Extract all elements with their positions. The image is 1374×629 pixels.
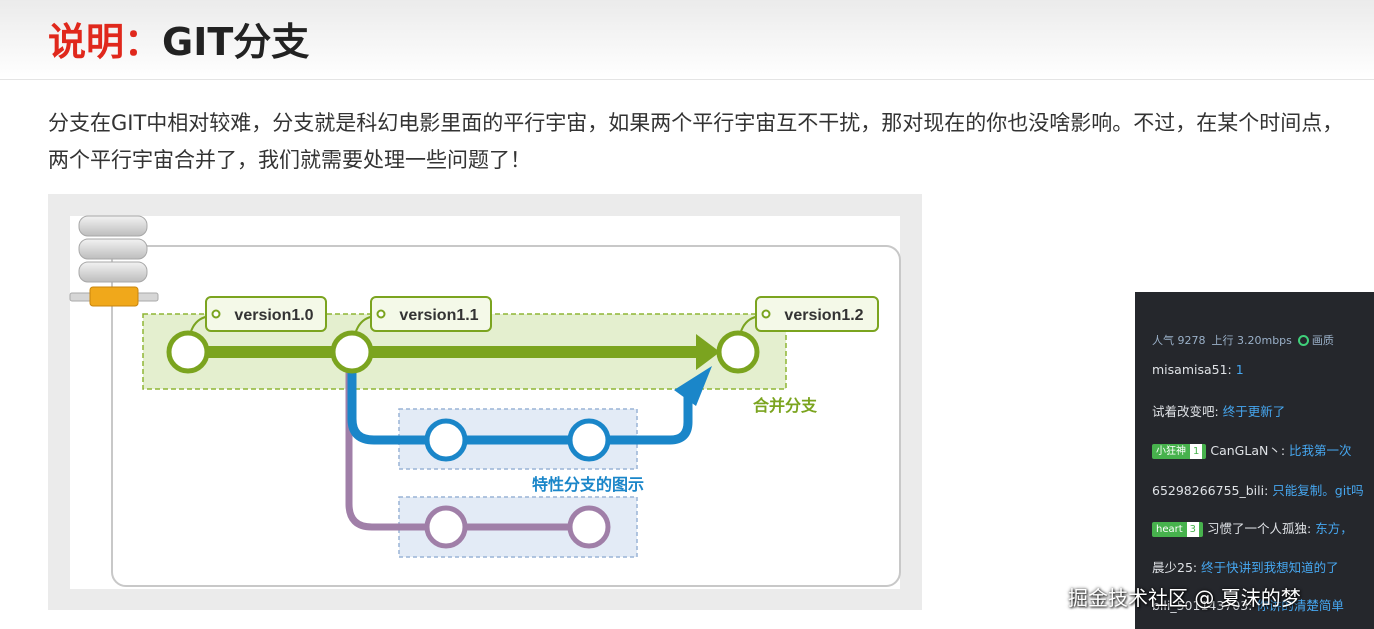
chat-text: 1 [1235,362,1244,377]
commit-node-feature-1 [424,418,468,462]
chat-username: misamisa51: [1152,362,1236,377]
chat-username: 试着改变吧: [1152,404,1223,419]
chat-username: 65298266755_bili: [1152,483,1273,498]
repository-server-icon [69,215,159,307]
tag-version-1-0: version1.0 [205,296,327,332]
stream-stats: 人气 9278 上行 3.20mbps 画质 [1152,332,1346,348]
upload-rate: 上行 3.20mbps [1211,334,1292,347]
quality-indicator[interactable]: 画质 [1297,334,1340,347]
title-main: GIT分支 [162,20,310,64]
feature-branch-label: 特性分支的图示 [532,475,644,494]
heading-bar: 说明：GIT分支 [0,0,1374,80]
badge-name: heart [1156,524,1183,535]
tag-label: version1.1 [399,307,478,324]
tag-label: version1.2 [784,307,863,324]
chat-text: 只能复制。git吗 [1272,483,1364,498]
page-title: 说明：GIT分支 [48,18,309,66]
live-status-icon [1297,335,1309,346]
tag-version-1-2: version1.2 [755,296,879,332]
merge-branch-label: 合并分支 [753,396,818,415]
master-arrowhead [696,334,720,370]
commit-node-other-2 [567,505,611,549]
git-branch-diagram: version1.0 version1.1 version1.2 合并分支 特性… [48,194,922,610]
tag-label: version1.0 [234,307,313,324]
chat-message: 晨少25: 终于快讲到我想知道的了 [1152,557,1339,576]
title-prefix: 说明： [48,20,163,64]
commit-node-merge [716,330,760,374]
badge-level: 1 [1190,444,1203,459]
chat-text: 比我第一次 [1289,443,1352,458]
chat-text: 你讲的清楚简单 [1256,598,1344,613]
chat-username: CanGLaN丶: [1210,443,1290,458]
live-chat-panel: 人气 9278 上行 3.20mbps 画质 misamisa51: 1 试着改变吧… [1135,292,1374,629]
commit-node-other-1 [424,505,468,549]
chat-message: 65298266755_bili: 只能复制。git吗 [1152,480,1364,499]
badge-level: 3 [1186,522,1200,537]
repository-outline [111,245,901,587]
commit-node-master-1 [166,330,210,374]
chat-text: 东方， [1315,521,1353,536]
feature-branch-line [347,362,693,445]
fan-medal-badge: 小狂神 1 [1152,444,1207,459]
popularity-count: 人气 9278 [1152,334,1206,347]
server-key-icon [89,286,139,307]
chat-message: bili_501143703: 你讲的清楚简单 [1152,595,1344,614]
watermark: 掘金技术社区 @ 夏沫的梦 [1068,586,1301,610]
merge-arrowhead [674,366,712,406]
tag-version-1-1: version1.1 [370,296,492,332]
commit-node-master-2 [330,330,374,374]
chat-message: 小狂神 1 CanGLaN丶: 比我第一次 [1152,440,1352,459]
chat-message: 试着改变吧: 终于更新了 [1152,401,1285,420]
chat-username: bili_501143703: [1152,598,1257,613]
chat-text: 终于更新了 [1222,404,1286,419]
other-branch-line [345,362,585,531]
chat-message: misamisa51: 1 [1152,362,1244,377]
intro-paragraph: 分支在GIT中相对较难，分支就是科幻电影里面的平行宇宙，如果两个平行宇宙互不干扰… [48,111,1344,172]
diagram-canvas: version1.0 version1.1 version1.2 合并分支 特性… [69,215,901,589]
commit-node-feature-2 [567,418,611,462]
quality-label: 画质 [1311,334,1334,347]
chat-username: 晨少25: [1152,560,1202,575]
chat-text: 终于快讲到我想知道的了 [1201,560,1339,575]
chat-username: 习惯了一个人孤独: [1207,521,1316,536]
badge-name: 小狂神 [1156,446,1186,457]
